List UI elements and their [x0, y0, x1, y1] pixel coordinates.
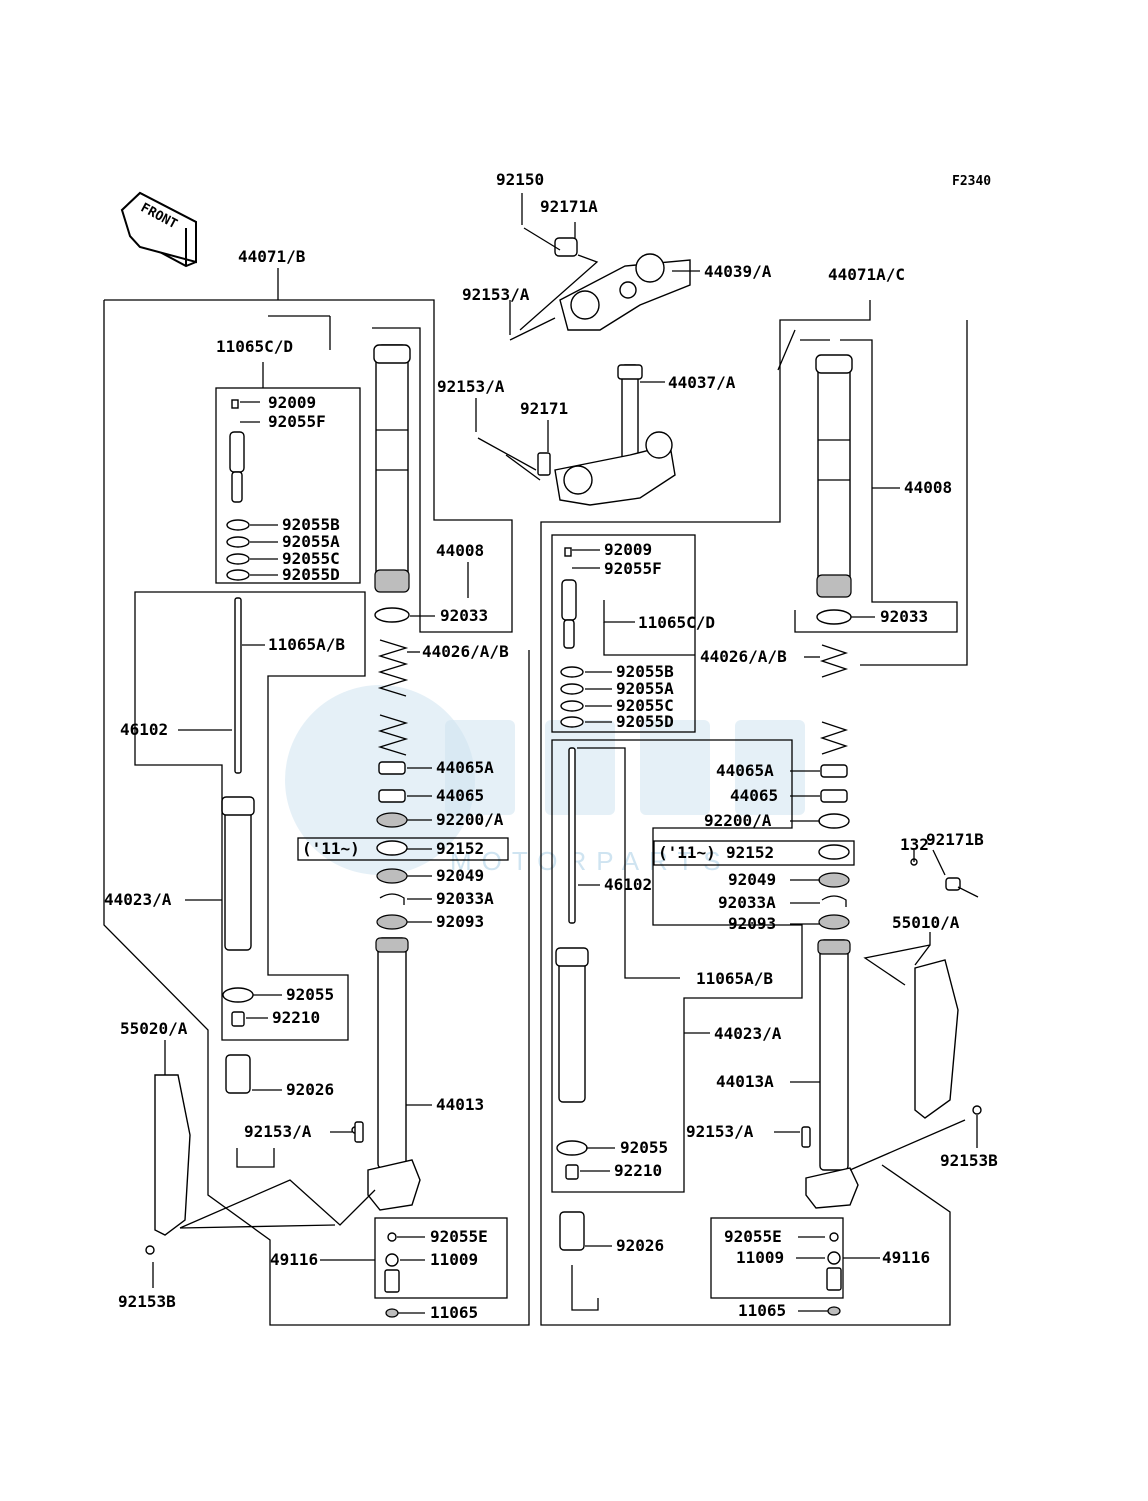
label-92153B-left: 92153B [118, 1292, 176, 1311]
label-92150: 92150 [496, 170, 544, 189]
label-92152-left: 92152 [436, 839, 484, 858]
label-92055E-right: 92055E [724, 1227, 782, 1246]
label-55020A: 55020/A [120, 1019, 188, 1038]
watermark-text: MOTORPARTS [450, 846, 731, 876]
label-11065AB-right: 11065A/B [696, 969, 773, 988]
label-92055B-right: 92055B [616, 662, 674, 681]
label-44013A: 44013A [716, 1072, 774, 1091]
label-49116-right: 49116 [882, 1248, 930, 1267]
label-92055A-right: 92055A [616, 679, 674, 698]
label-11065CD-left: 11065C/D [216, 337, 293, 356]
label-2011-tag-right: ('11~) [658, 843, 716, 862]
label-92055C-right: 92055C [616, 696, 674, 715]
label-92055C-left: 92055C [282, 549, 340, 568]
label-44065A-right: 44065A [716, 761, 774, 780]
label-92026-left: 92026 [286, 1080, 334, 1099]
label-11065AB-left: 11065A/B [268, 635, 345, 654]
label-92055-left: 92055 [286, 985, 334, 1004]
label-92171B: 92171B [926, 830, 984, 849]
label-92153B-right: 92153B [940, 1151, 998, 1170]
label-44008-right: 44008 [904, 478, 952, 497]
label-92033A-left: 92033A [436, 889, 494, 908]
label-92009-right: 92009 [604, 540, 652, 559]
label-44013: 44013 [436, 1095, 484, 1114]
label-44071B: 44071/B [238, 247, 306, 266]
watermark-logo: MOTORPARTS [285, 685, 805, 876]
label-44065A-left: 44065A [436, 758, 494, 777]
label-92153A-mid: 92153/A [437, 377, 505, 396]
label-92200A-left: 92200/A [436, 810, 504, 829]
label-55010A: 55010/A [892, 913, 960, 932]
label-92093-left: 92093 [436, 912, 484, 931]
label-44008-left: 44008 [436, 541, 484, 560]
label-92200A-right: 92200/A [704, 811, 772, 830]
label-92152-right: 92152 [726, 843, 774, 862]
label-92153A-right: 92153/A [686, 1122, 754, 1141]
label-11009-left: 11009 [430, 1250, 478, 1269]
label-132: 132 [900, 835, 929, 854]
label-92210-left: 92210 [272, 1008, 320, 1027]
label-92055F-left: 92055F [268, 412, 326, 431]
label-11065-left: 11065 [430, 1303, 478, 1322]
label-46102-left: 46102 [120, 720, 168, 739]
label-92171A: 92171A [540, 197, 598, 216]
label-92033-left: 92033 [440, 606, 488, 625]
diagram-code: F2340 [952, 174, 991, 189]
upper-triple-clamp [554, 237, 691, 331]
label-44037A: 44037/A [668, 373, 736, 392]
label-44065-right: 44065 [730, 786, 778, 805]
label-11065-right: 11065 [738, 1301, 786, 1320]
label-92033A-right: 92033A [718, 893, 776, 912]
label-92009-left: 92009 [268, 393, 316, 412]
label-46102-right: 46102 [604, 875, 652, 894]
label-92055-right: 92055 [620, 1138, 668, 1157]
label-44026AB-right: 44026/A/B [700, 647, 787, 666]
label-92055D-left: 92055D [282, 565, 340, 584]
label-92049-right: 92049 [728, 870, 776, 889]
label-44039A: 44039/A [704, 262, 772, 281]
label-92026-right: 92026 [616, 1236, 664, 1255]
label-11065CD-right: 11065C/D [638, 613, 715, 632]
label-92093-right: 92093 [728, 914, 776, 933]
label-11009-right: 11009 [736, 1248, 784, 1267]
part-labels: 92150 92171A 44039/A 92153/A 44037/A 921… [104, 170, 998, 1322]
label-2011-tag-left: ('11~) [302, 839, 360, 858]
label-49116-left: 49116 [270, 1250, 318, 1269]
label-92049-left: 92049 [436, 866, 484, 885]
label-44071AC: 44071A/C [828, 265, 905, 284]
label-92033-right: 92033 [880, 607, 928, 626]
label-92153A-top: 92153/A [462, 285, 530, 304]
label-44023A-left: 44023/A [104, 890, 172, 909]
label-92153A-left: 92153/A [244, 1122, 312, 1141]
left-fork [145, 344, 421, 1318]
label-92055B-left: 92055B [282, 515, 340, 534]
lower-triple-clamp [537, 431, 676, 506]
label-92055A-left: 92055A [282, 532, 340, 551]
label-92055D-right: 92055D [616, 712, 674, 731]
label-92171: 92171 [520, 399, 568, 418]
right-fork [555, 354, 982, 1316]
label-92055E-left: 92055E [430, 1227, 488, 1246]
front-arrow-icon: FRONT [120, 191, 197, 268]
leader-lines [103, 193, 979, 1326]
label-92210-right: 92210 [614, 1161, 662, 1180]
label-44026AB-left: 44026/A/B [422, 642, 509, 661]
label-92055F-right: 92055F [604, 559, 662, 578]
label-44023A-right: 44023/A [714, 1024, 782, 1043]
label-44065-left: 44065 [436, 786, 484, 805]
